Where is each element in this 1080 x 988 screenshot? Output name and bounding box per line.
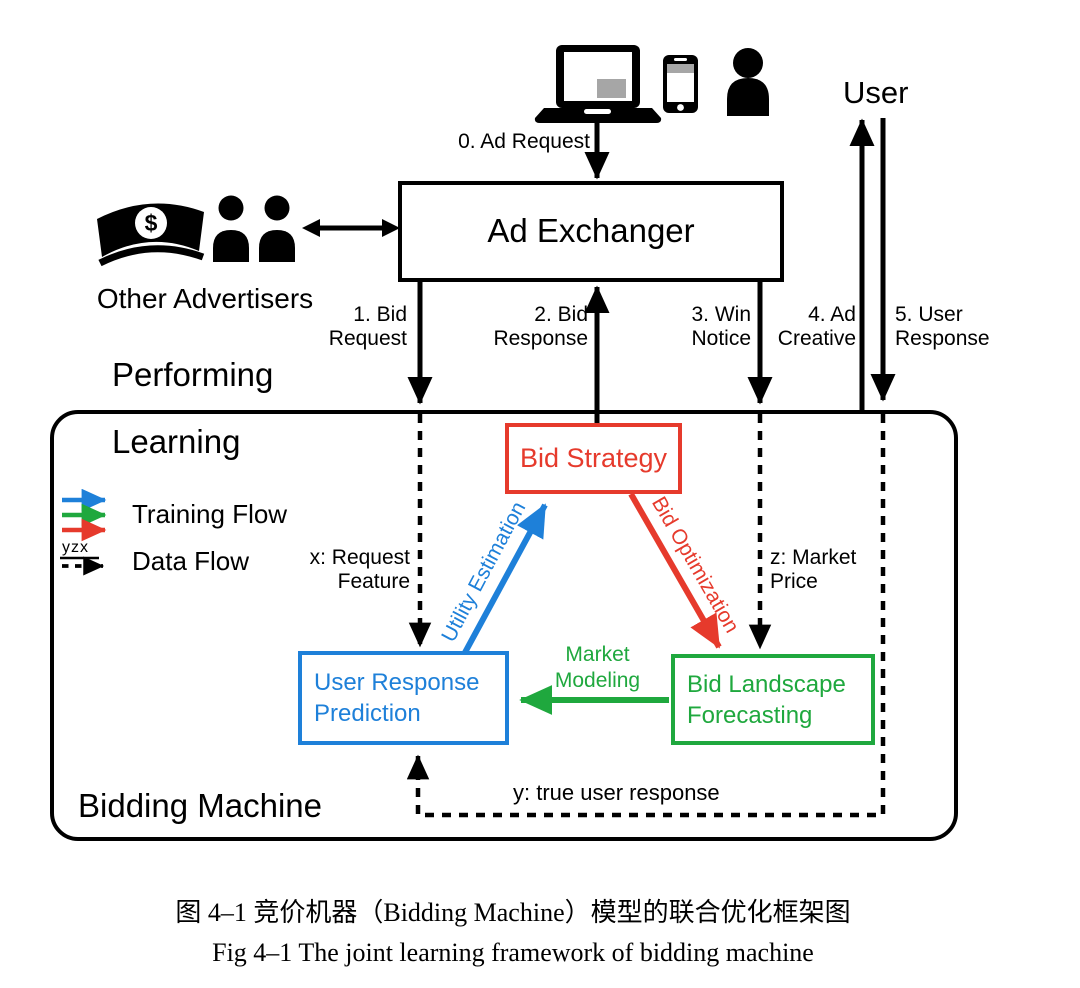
urp-label-line2: Prediction xyxy=(314,700,421,727)
training-flow-arrows-icon xyxy=(62,488,107,542)
other-advertisers-label: Other Advertisers xyxy=(96,283,314,314)
caption-zh: 图 4–1 竞价机器（Bidding Machine）模型的联合优化框架图 xyxy=(175,898,851,927)
bid-optimization-arrow xyxy=(628,492,722,649)
caption-en: Fig 4–1 The joint learning framework of … xyxy=(212,938,814,967)
smartphone-icon xyxy=(663,55,698,113)
z-market-price-label: z: Market Price xyxy=(770,546,857,593)
data-flow-label: Data Flow xyxy=(132,546,250,576)
performing-label: Performing xyxy=(112,356,274,393)
laptop-icon xyxy=(534,45,662,123)
user-response-prediction-box: User Response Prediction xyxy=(298,651,509,745)
yzx-label: yzx xyxy=(62,539,89,556)
flow-label-1: 1. Bid Request xyxy=(328,303,407,350)
x-request-feature-label: x: Request Feature xyxy=(309,546,410,593)
blf-label-line1: Bid Landscape xyxy=(687,670,846,698)
person-icon xyxy=(727,48,769,116)
ad-request-label: 0. Ad Request xyxy=(458,130,590,153)
flow-label-3: 3. Win Notice xyxy=(691,303,751,350)
user-label: User xyxy=(843,75,909,110)
ad-exchanger-label: Ad Exchanger xyxy=(487,212,695,250)
flow-label-2: 2. Bid Response xyxy=(493,303,588,350)
flow-label-5: 5. User Response xyxy=(895,303,990,350)
advertiser-person-icon xyxy=(213,195,249,262)
ad-exchanger-box: Ad Exchanger xyxy=(398,181,784,282)
banknote-icon: $ xyxy=(97,203,205,267)
urp-label-line1: User Response xyxy=(314,669,480,696)
blf-label-line2: Forecasting xyxy=(687,701,813,729)
advertiser-person-icon xyxy=(259,195,295,262)
svg-text:$: $ xyxy=(145,210,158,236)
utility-estimation-arrow xyxy=(459,503,548,660)
flow-label-4: 4. Ad Creative xyxy=(777,303,856,350)
bid-strategy-label: Bid Strategy xyxy=(519,443,668,474)
bidding-machine-container xyxy=(50,410,958,841)
y-true-user-response-label: y: true user response xyxy=(513,780,720,805)
advertisers-exchanger-arrow xyxy=(302,219,400,237)
bidding-machine-label: Bidding Machine xyxy=(78,787,322,824)
market-modeling-label: Market Modeling xyxy=(554,643,641,692)
data-flow-dashed-arrow-icon xyxy=(60,556,105,576)
y-response-dashed-path xyxy=(406,414,886,818)
training-flow-label: Training Flow xyxy=(132,499,288,529)
learning-label: Learning xyxy=(112,423,241,460)
bid-landscape-forecasting-box: Bid Landscape Forecasting xyxy=(671,654,875,745)
bid-strategy-box: Bid Strategy xyxy=(505,423,682,494)
